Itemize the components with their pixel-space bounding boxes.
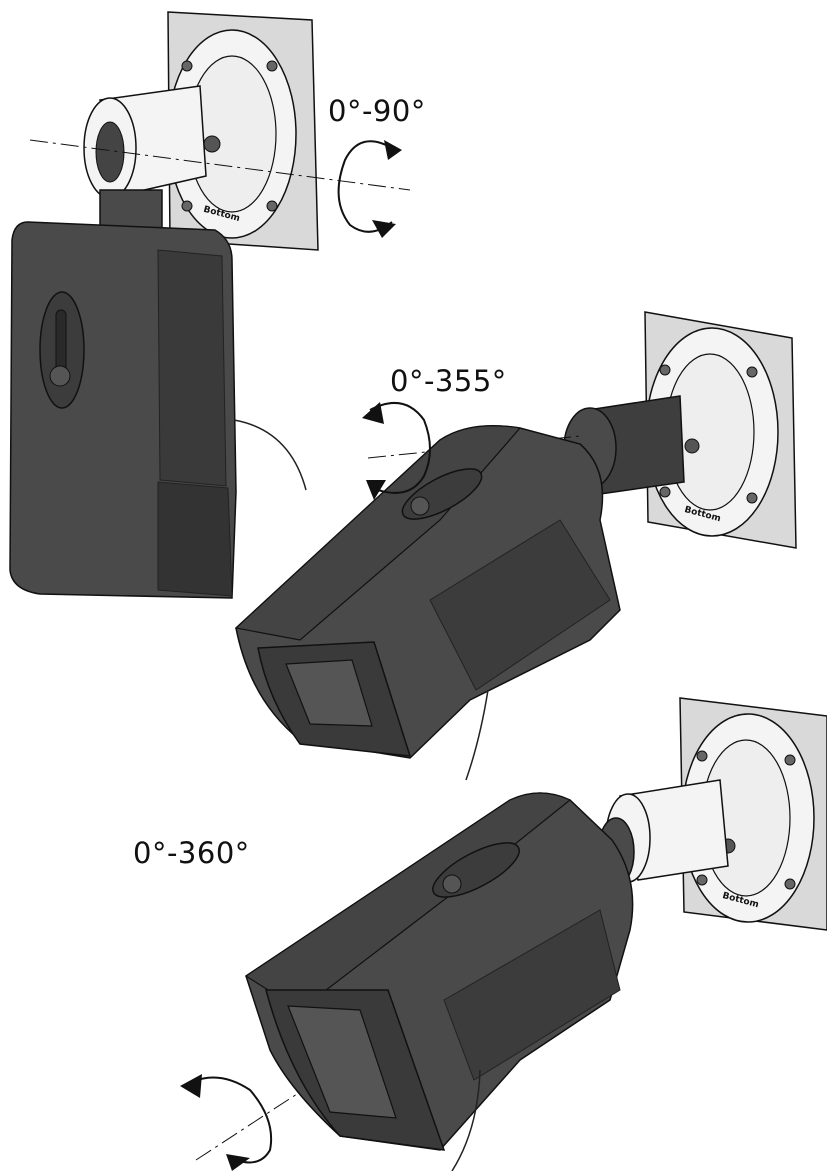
camera-neck bbox=[99, 189, 163, 231]
cable-icon bbox=[465, 689, 489, 781]
screw-icon bbox=[266, 200, 278, 212]
camera-view-rotate: Bottom bbox=[180, 697, 827, 1172]
screw-icon bbox=[410, 496, 430, 516]
screw-icon bbox=[659, 486, 671, 498]
camera-lens-window bbox=[285, 659, 373, 727]
screw-icon bbox=[181, 60, 193, 72]
cable-icon bbox=[451, 1069, 481, 1172]
pan-angle-label: 0°-90° bbox=[328, 94, 426, 128]
camera-side-panel bbox=[443, 909, 621, 1081]
screw-icon bbox=[746, 366, 758, 378]
screw-icon bbox=[203, 135, 221, 153]
camera-view-pan: Bottom bbox=[9, 11, 411, 599]
pan-axis-line bbox=[29, 139, 411, 191]
camera-lower-panel bbox=[157, 481, 233, 597]
tilt-angle-label: 0°-355° bbox=[390, 364, 507, 398]
screw-icon bbox=[696, 750, 708, 762]
screw-icon bbox=[784, 878, 796, 890]
screw-icon bbox=[266, 60, 278, 72]
screw-icon bbox=[696, 874, 708, 886]
rotation-arrow-icon bbox=[337, 140, 402, 238]
rotation-arrow-icon bbox=[362, 402, 431, 500]
rotate-angle-label: 0°-360° bbox=[133, 836, 250, 870]
camera-lens-window bbox=[287, 1005, 397, 1119]
screw-icon bbox=[181, 200, 193, 212]
camera-view-tilt: Bottom bbox=[234, 311, 797, 781]
screw-icon bbox=[442, 874, 462, 894]
camera-side-panel bbox=[157, 249, 227, 487]
cable-icon bbox=[233, 419, 307, 491]
screw-icon bbox=[684, 438, 700, 454]
screw-icon bbox=[49, 365, 71, 387]
camera-side-panel bbox=[429, 519, 611, 691]
bracket-arm-hole bbox=[95, 121, 125, 183]
screw-icon bbox=[784, 754, 796, 766]
rotate-axis-line bbox=[195, 1091, 301, 1161]
screw-icon bbox=[659, 364, 671, 376]
screw-icon bbox=[746, 492, 758, 504]
rotation-arrow-icon bbox=[180, 1074, 273, 1171]
